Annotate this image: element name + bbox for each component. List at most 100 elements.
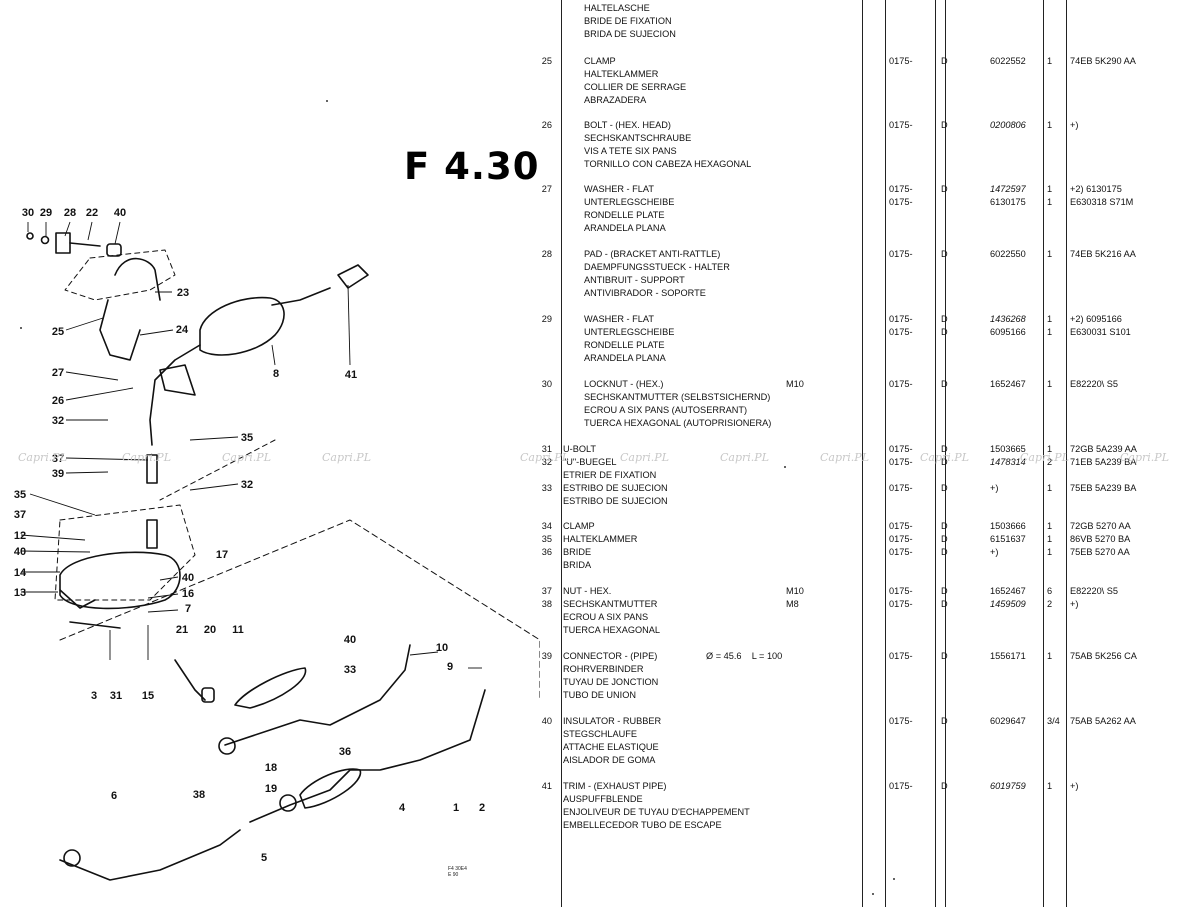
part-number: 1503665: [990, 444, 1026, 454]
callout-label: 20: [204, 624, 216, 636]
description-line: DAEMPFUNGSSTUECK - HALTER: [584, 261, 730, 272]
description-line: LOCKNUT - (HEX.): [584, 379, 664, 389]
description-line: TUYAU DE JONCTION: [563, 676, 659, 687]
ref-number: 28: [541, 249, 552, 259]
model-from: 0175-: [889, 456, 913, 467]
part-number: +): [990, 483, 999, 493]
model-type: D: [941, 379, 948, 389]
ref-number: 26: [541, 120, 552, 130]
callout-label: 35: [14, 489, 26, 501]
model-from: 0175-: [889, 598, 913, 609]
description-line: BRIDE: [563, 546, 592, 557]
callout-label: 27: [52, 367, 64, 379]
part-number: 6130175: [990, 196, 1026, 207]
ford-reference: 72GB 5A239 AA: [1070, 444, 1137, 454]
quantity: 1: [1047, 533, 1053, 544]
description-line: ESTRIBO DE SUJECION: [563, 483, 668, 493]
callout-label: 39: [52, 468, 64, 480]
table-rule: [885, 0, 886, 907]
model-from: 0175-: [889, 444, 913, 454]
callout-label: 12: [14, 530, 26, 542]
description-line: HALTELASCHE: [584, 3, 650, 13]
model-from: 0175-: [889, 586, 913, 596]
model-type: D: [941, 249, 948, 259]
quantity: 1: [1047, 781, 1053, 791]
watermark: Capri.PL: [820, 451, 869, 464]
model-type: D: [941, 533, 948, 544]
description-line: RONDELLE PLATE: [584, 339, 665, 350]
print-speck: [20, 327, 22, 329]
quantity: 1: [1047, 120, 1053, 130]
description-line: TUBO DE UNION: [563, 689, 636, 700]
ford-reference: 72GB 5270 AA: [1070, 521, 1131, 531]
callout-label: 23: [177, 287, 189, 299]
callout-label: 2: [479, 802, 485, 814]
quantity: 1: [1047, 196, 1053, 207]
description-line: TUERCA HEXAGONAL (AUTOPRISIONERA): [584, 417, 772, 428]
part-number: 1459509: [990, 598, 1026, 609]
ford-reference: 75EB 5270 AA: [1070, 546, 1130, 557]
model-from: 0175-: [889, 533, 913, 544]
callout-label: 41: [345, 369, 357, 381]
description-line: ATTACHE ELASTIQUE: [563, 741, 659, 752]
part-number: 6022552: [990, 56, 1026, 66]
description-line: WASHER - FLAT: [584, 184, 654, 194]
description-line: RONDELLE PLATE: [584, 209, 665, 220]
print-speck: [893, 878, 895, 880]
description-line: TRIM - (EXHAUST PIPE): [563, 781, 667, 791]
callout-label: 8: [273, 368, 279, 380]
callout-label: 21: [176, 624, 188, 636]
watermark: Capri.PL: [920, 451, 969, 464]
description-line: ECROU A SIX PANS: [563, 611, 649, 622]
description-line: COLLIER DE SERRAGE: [584, 81, 687, 92]
model-from: 0175-: [889, 521, 913, 531]
callout-label: 14: [14, 567, 27, 579]
description-line: ARANDELA PLANA: [584, 222, 666, 233]
model-from: 0175-: [889, 651, 913, 661]
ford-reference: 71EB 5A239 BA: [1070, 456, 1137, 467]
model-type: D: [941, 586, 948, 596]
callout-label: 9: [447, 661, 453, 673]
part-number: 0200806: [990, 120, 1026, 130]
part-number: 1503666: [990, 521, 1026, 531]
callout-label: 28: [64, 207, 76, 219]
quantity: 3/4: [1047, 716, 1060, 726]
callout-label: 35: [241, 432, 253, 444]
part-number: +): [990, 546, 999, 557]
quantity: 1: [1047, 249, 1053, 259]
part-number: 6022550: [990, 249, 1026, 259]
description-line: ROHRVERBINDER: [563, 663, 644, 674]
table-rule: [561, 0, 562, 907]
description-line: ANTIVIBRADOR - SOPORTE: [584, 287, 706, 298]
ford-reference: E630318 S71M: [1070, 196, 1134, 207]
print-speck: [784, 466, 786, 468]
callout-label: 15: [142, 690, 154, 702]
description-line: SECHSKANTMUTTER: [563, 598, 658, 609]
description-line: BOLT - (HEX. HEAD): [584, 120, 671, 130]
page-code: F 4.30: [404, 145, 540, 188]
description-line: BRIDE DE FIXATION: [584, 15, 672, 26]
callout-label: 10: [436, 642, 448, 654]
callout-label: 37: [52, 453, 64, 465]
model-from: 0175-: [889, 249, 913, 259]
description-line: ABRAZADERA: [584, 94, 647, 105]
callout-label: 32: [241, 479, 253, 491]
quantity: 1: [1047, 326, 1053, 337]
callout-label: 26: [52, 395, 64, 407]
table-rule: [945, 0, 946, 907]
ford-reference: 74EB 5K216 AA: [1070, 249, 1136, 259]
quantity: 1: [1047, 521, 1053, 531]
part-number: 1556171: [990, 651, 1026, 661]
callout-label: 11: [232, 624, 244, 636]
ford-reference: 75AB 5A262 AA: [1070, 716, 1136, 726]
description-line: CONNECTOR - (PIPE): [563, 651, 658, 661]
callout-label: 37: [14, 509, 26, 521]
ref-number: 29: [541, 314, 552, 324]
description-line: VIS A TETE SIX PANS: [584, 145, 677, 156]
